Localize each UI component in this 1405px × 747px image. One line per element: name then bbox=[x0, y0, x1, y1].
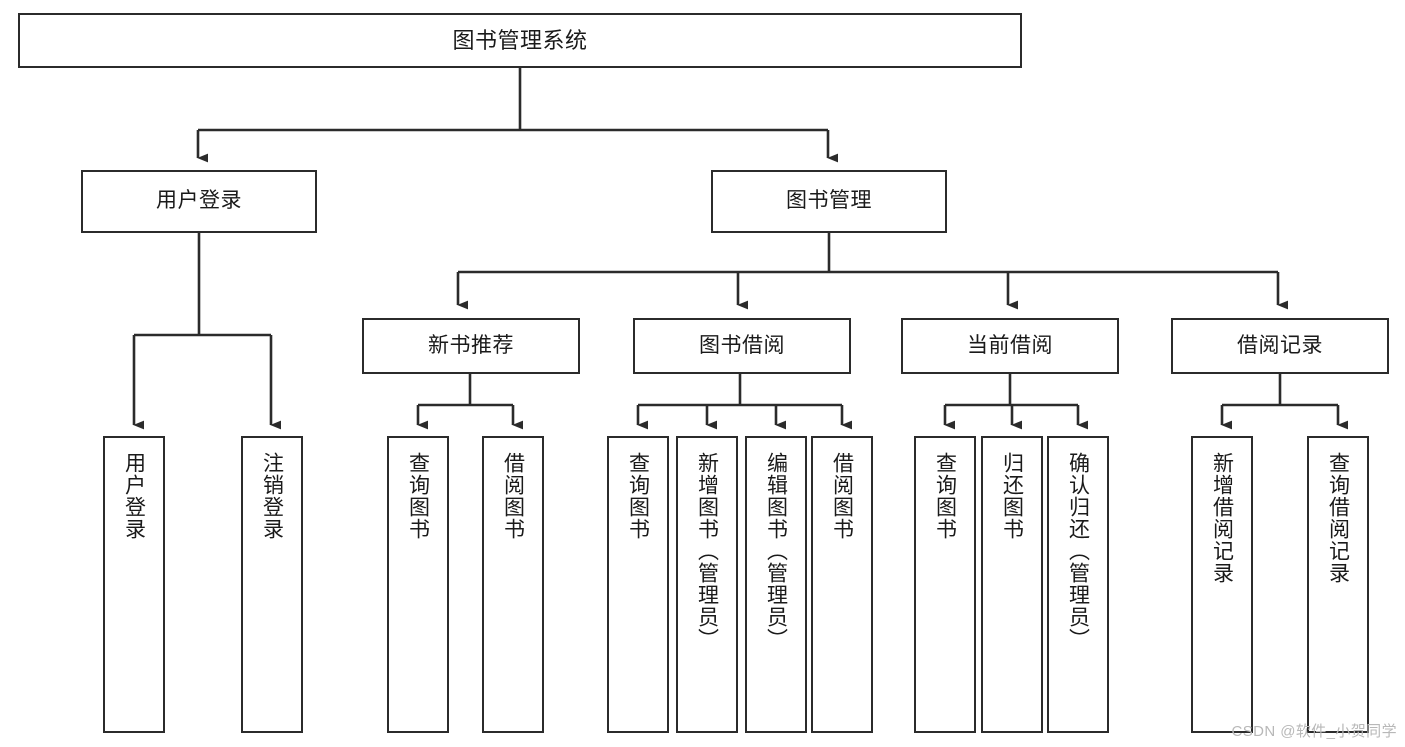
leaf-borrow-book-b-label: 借阅图书 bbox=[830, 452, 854, 540]
leaf-borrow-book-a-label: 借阅图书 bbox=[501, 452, 525, 540]
node-root-label: 图书管理系统 bbox=[452, 27, 588, 53]
node-new-book-recommend-label: 新书推荐 bbox=[428, 333, 514, 357]
leaf-add-book-admin[interactable]: 新增图书（管理员） bbox=[676, 436, 738, 733]
leaf-logout-label: 注销登录 bbox=[260, 452, 284, 540]
leaf-add-borrow-record-label: 新增借阅记录 bbox=[1210, 452, 1234, 584]
node-borrow-record[interactable]: 借阅记录 bbox=[1171, 318, 1389, 374]
leaf-query-book-b-label: 查询图书 bbox=[626, 452, 650, 540]
node-user-login[interactable]: 用户登录 bbox=[81, 170, 317, 233]
leaf-confirm-return-admin-label: 确认归还（管理员） bbox=[1066, 452, 1090, 650]
leaf-query-borrow-record[interactable]: 查询借阅记录 bbox=[1307, 436, 1369, 733]
node-book-manage[interactable]: 图书管理 bbox=[711, 170, 947, 233]
leaf-query-book-b[interactable]: 查询图书 bbox=[607, 436, 669, 733]
leaf-confirm-return-admin[interactable]: 确认归还（管理员） bbox=[1047, 436, 1109, 733]
leaf-query-book-a-label: 查询图书 bbox=[406, 452, 430, 540]
node-book-borrow[interactable]: 图书借阅 bbox=[633, 318, 851, 374]
leaf-query-book-a[interactable]: 查询图书 bbox=[387, 436, 449, 733]
node-book-manage-label: 图书管理 bbox=[786, 189, 872, 213]
leaf-query-borrow-record-label: 查询借阅记录 bbox=[1326, 452, 1350, 584]
node-borrow-record-label: 借阅记录 bbox=[1237, 333, 1323, 357]
leaf-user-login[interactable]: 用户登录 bbox=[103, 436, 165, 733]
node-new-book-recommend[interactable]: 新书推荐 bbox=[362, 318, 580, 374]
leaf-edit-book-admin[interactable]: 编辑图书（管理员） bbox=[745, 436, 807, 733]
leaf-return-book-label: 归还图书 bbox=[1000, 452, 1024, 540]
leaf-add-borrow-record[interactable]: 新增借阅记录 bbox=[1191, 436, 1253, 733]
leaf-query-book-c[interactable]: 查询图书 bbox=[914, 436, 976, 733]
node-current-borrow[interactable]: 当前借阅 bbox=[901, 318, 1119, 374]
watermark: CSDN @软件_小贺同学 bbox=[1231, 723, 1397, 740]
leaf-query-book-c-label: 查询图书 bbox=[933, 452, 957, 540]
node-user-login-label: 用户登录 bbox=[156, 189, 242, 213]
leaf-borrow-book-b[interactable]: 借阅图书 bbox=[811, 436, 873, 733]
node-book-borrow-label: 图书借阅 bbox=[699, 333, 785, 357]
leaf-borrow-book-a[interactable]: 借阅图书 bbox=[482, 436, 544, 733]
node-root[interactable]: 图书管理系统 bbox=[18, 13, 1022, 68]
leaf-edit-book-admin-label: 编辑图书（管理员） bbox=[764, 452, 788, 650]
node-current-borrow-label: 当前借阅 bbox=[967, 333, 1053, 357]
leaf-add-book-admin-label: 新增图书（管理员） bbox=[695, 452, 719, 650]
leaf-return-book[interactable]: 归还图书 bbox=[981, 436, 1043, 733]
leaf-user-login-label: 用户登录 bbox=[122, 452, 146, 540]
leaf-logout[interactable]: 注销登录 bbox=[241, 436, 303, 733]
